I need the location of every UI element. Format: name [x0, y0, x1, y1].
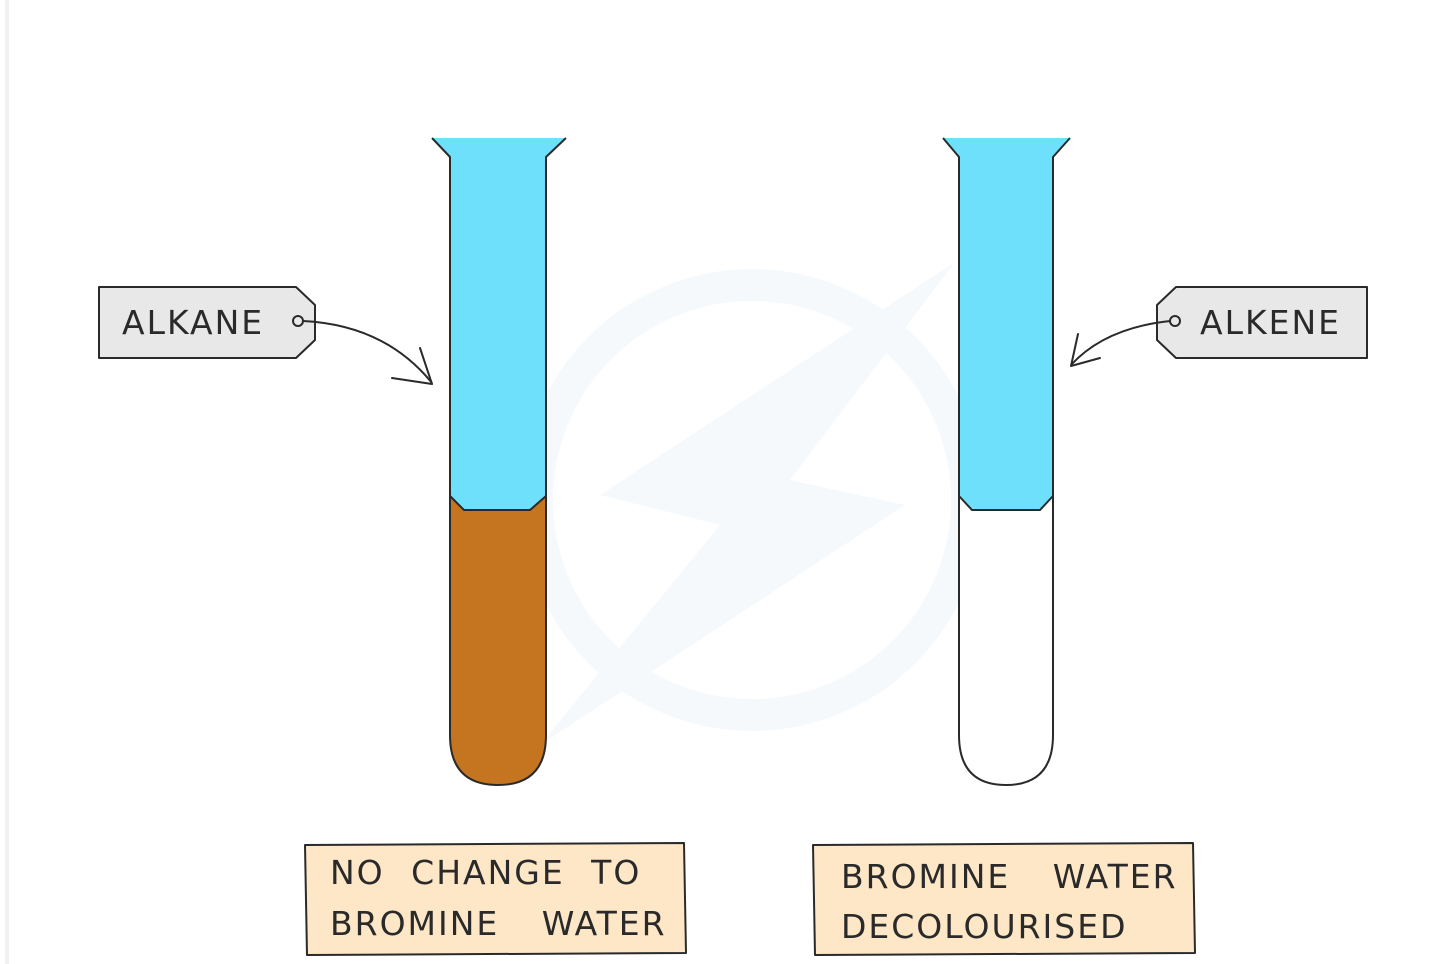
tube-outline [431, 137, 567, 786]
arrow-head-icon [391, 347, 433, 385]
tag-label: ALKANE [122, 303, 264, 342]
arrow-alkene [1070, 320, 1171, 367]
tube-outline [942, 137, 1071, 786]
arrow-curve [302, 320, 433, 384]
tag-alkane: ALKANE [98, 286, 316, 359]
arrow-head-icon [1070, 333, 1101, 367]
test-tube-alkane [431, 137, 567, 786]
tag-shape [1156, 286, 1368, 359]
alkane-layer [432, 138, 566, 510]
meniscus-line [449, 495, 547, 511]
result-line-1: BROMINE WATER [841, 857, 1178, 896]
meniscus-line [958, 495, 1054, 511]
lightning-bolt-watermark-icon [521, 262, 983, 745]
result-line-2: BROMINE WATER [330, 904, 667, 943]
result-line-2: DECOLOURISED [841, 907, 1128, 946]
result-box-alkene: BROMINE WATER DECOLOURISED [812, 842, 1196, 956]
result-box-shape [812, 842, 1196, 956]
tag-label: ALKENE [1200, 303, 1341, 342]
result-box-shape [304, 842, 687, 956]
result-line-1: NO CHANGE TO [330, 853, 641, 892]
tag-alkene: ALKENE [1156, 286, 1368, 359]
bromine-water-orange [450, 496, 546, 785]
test-tube-alkene [942, 137, 1071, 786]
decolourised-water [959, 496, 1053, 785]
tag-shape [98, 286, 316, 359]
alkene-layer [943, 138, 1070, 510]
result-box-alkane: NO CHANGE TO BROMINE WATER [304, 842, 687, 956]
arrow-curve [1070, 320, 1171, 366]
arrow-alkane [302, 320, 433, 385]
